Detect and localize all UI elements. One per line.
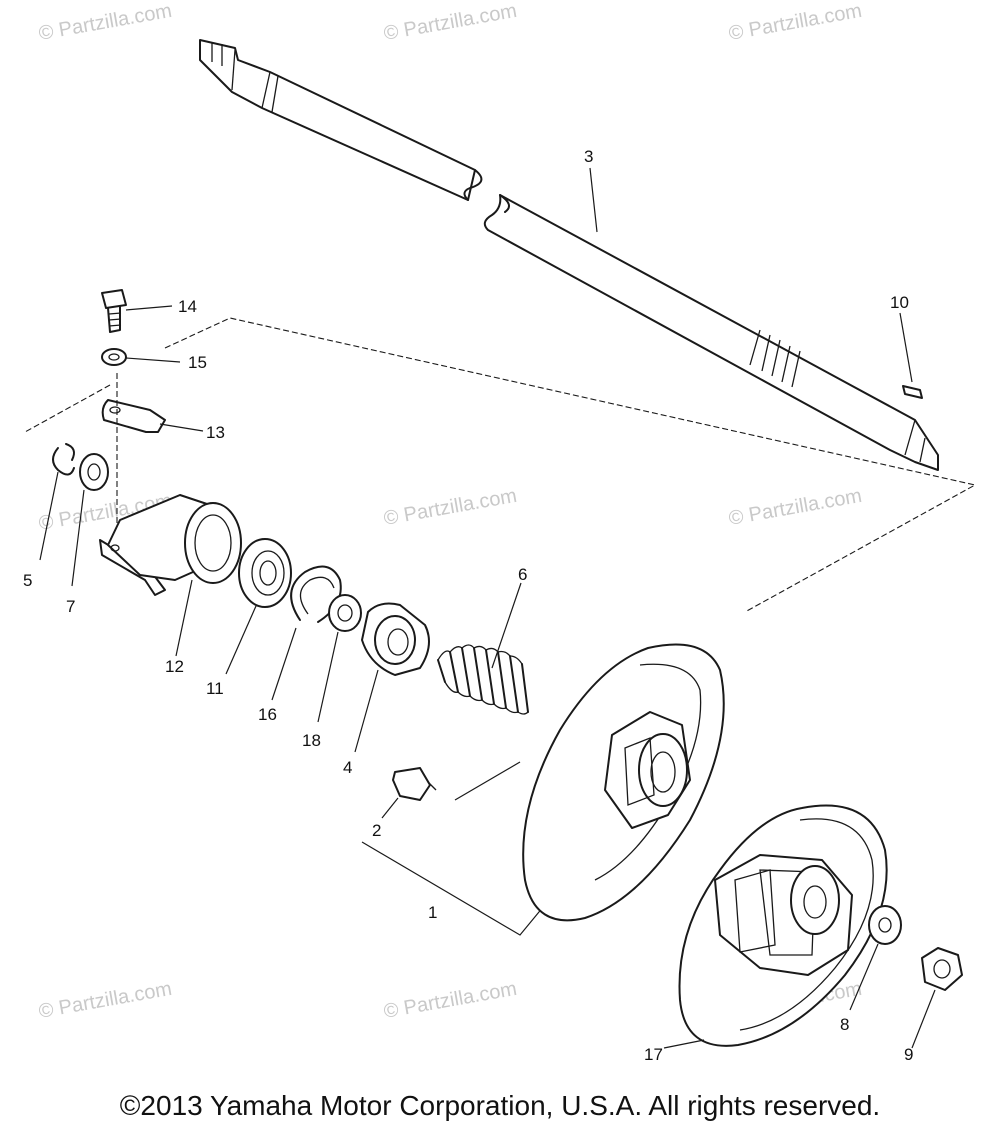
callout-9: 9 (904, 1045, 913, 1064)
nut-part (911, 947, 963, 1049)
fixed-sheave-part (522, 643, 725, 922)
plate-part (101, 399, 204, 433)
spring-part (437, 582, 529, 715)
shaft-part (199, 39, 939, 471)
watermark: © Partzilla.com (727, 0, 864, 45)
callout-12: 12 (165, 657, 184, 676)
callout-4: 4 (343, 758, 352, 777)
shaft-leader-line (589, 167, 598, 233)
circlip-part (39, 443, 75, 561)
callout-18: 18 (302, 731, 321, 750)
callout-2: 2 (372, 821, 381, 840)
callout-15: 15 (188, 353, 207, 372)
sliding-sheave-part (663, 804, 888, 1049)
callout-3: 3 (584, 147, 593, 166)
callout-13: 13 (206, 423, 225, 442)
weight-part (381, 767, 437, 819)
callout-8: 8 (840, 1015, 849, 1034)
bearing-housing-part (99, 494, 242, 657)
washer-part (849, 905, 902, 1011)
callout-10: 10 (890, 293, 909, 312)
watermark: © Partzilla.com (382, 485, 519, 530)
bearing-part (225, 538, 292, 675)
watermark: © Partzilla.com (37, 0, 174, 45)
lock-washer-part (101, 348, 181, 366)
spring-seat-part (354, 602, 430, 753)
callout-5: 5 (23, 571, 32, 590)
callout-6: 6 (518, 565, 527, 584)
diagram-canvas: © Partzilla.com © Partzilla.com © Partzi… (23, 0, 977, 1064)
watermark: © Partzilla.com (382, 978, 519, 1023)
callout-14: 14 (178, 297, 197, 316)
callout-labels: 1 2 3 4 5 6 7 8 9 10 11 12 13 14 15 16 1… (23, 147, 913, 1064)
watermark: © Partzilla.com (727, 485, 864, 530)
callout-17: 17 (644, 1045, 663, 1064)
key-part (899, 312, 923, 399)
copyright-notice: ©2013 Yamaha Motor Corporation, U.S.A. A… (119, 1090, 881, 1121)
collar-part (317, 594, 362, 723)
callout-1: 1 (428, 903, 437, 922)
seal-part (71, 453, 109, 587)
callout-16: 16 (258, 705, 277, 724)
bolt-part (101, 289, 173, 333)
watermark: © Partzilla.com (382, 0, 519, 45)
watermark: © Partzilla.com (37, 978, 174, 1023)
callout-11: 11 (206, 679, 224, 698)
callout-7: 7 (66, 597, 75, 616)
